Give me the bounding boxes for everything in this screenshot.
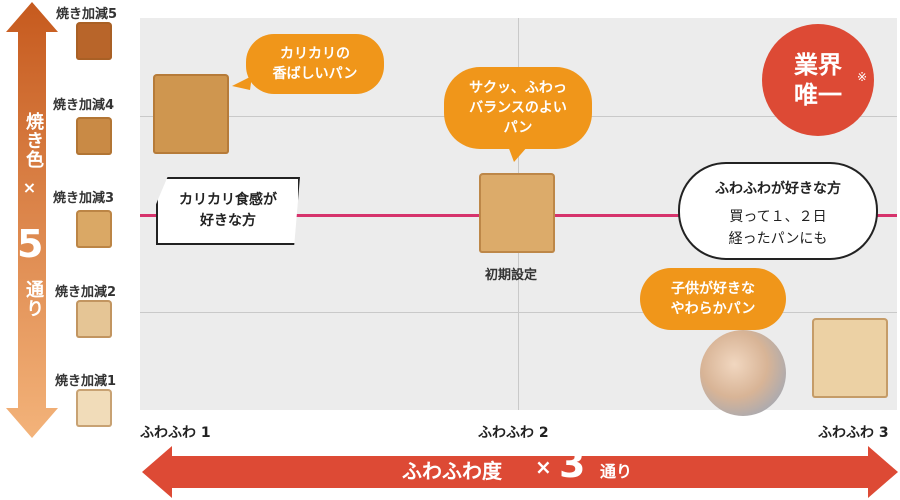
child-photo — [700, 330, 786, 416]
toast-default — [479, 173, 555, 253]
horizontal-axis-arrow — [142, 446, 898, 498]
level-5-label: 焼き加減5 — [56, 7, 118, 22]
horizontal-axis-number: 3 — [559, 442, 586, 486]
level-3-label: 焼き加減3 — [53, 191, 115, 206]
bubble-fluffy-lover-body: 買って１、２日 経ったパンにも — [728, 209, 828, 247]
toast-fluffy — [812, 318, 888, 398]
bubble-balanced-tail — [508, 146, 528, 162]
bubble-balanced: サクッ、ふわっ バランスのよい パン — [444, 67, 592, 149]
default-setting-label: 初期設定 — [485, 268, 538, 283]
vertical-axis-number: 5 — [17, 222, 44, 266]
horizontal-axis-label: ふわふわ度 — [402, 459, 502, 483]
badge-footnote-mark: ※ — [857, 70, 868, 84]
level-2-label: 焼き加減2 — [55, 285, 117, 300]
bubble-kids: 子供が好きな やわらかパン — [640, 268, 786, 330]
toast-level-1 — [76, 389, 112, 427]
x-tick-3: ふわふわ 3 — [818, 425, 889, 441]
x-tick-2: ふわふわ 2 — [478, 425, 549, 441]
vertical-axis-label-top: 焼き色 — [23, 112, 44, 169]
vertical-axis-arrow — [6, 2, 58, 438]
toast-level-5 — [76, 22, 112, 60]
toast-level-2 — [76, 300, 112, 338]
horizontal-axis-times: × — [535, 455, 552, 479]
horizontal-axis-suffix: 通り — [600, 462, 633, 481]
vertical-axis-times: × — [20, 178, 39, 198]
bubble-crispy-fragrant-tail — [232, 76, 252, 90]
badge-line-2: 唯一 — [794, 81, 842, 109]
bubble-crispy-fragrant: カリカリの 香ばしいパン — [246, 34, 384, 94]
toast-level-3 — [76, 210, 112, 248]
toast-level-4 — [76, 117, 112, 155]
bubble-crispy-lover: カリカリ食感が 好きな方 — [156, 177, 300, 245]
badge-line-1: 業界 — [794, 51, 842, 79]
bubble-fluffy-lover-title: ふわふわが好きな方 — [715, 181, 841, 197]
bubble-fluffy-lover: ふわふわが好きな方 買って１、２日 経ったパンにも — [678, 162, 878, 260]
x-tick-1: ふわふわ 1 — [140, 425, 211, 441]
toast-crispy — [153, 74, 229, 154]
grid-line-level-2 — [140, 312, 897, 313]
level-1-label: 焼き加減1 — [55, 374, 117, 389]
industry-first-badge: 業界 唯一 — [762, 24, 874, 136]
vertical-axis-label-bottom: 通り — [23, 280, 44, 318]
level-4-label: 焼き加減4 — [53, 98, 115, 113]
